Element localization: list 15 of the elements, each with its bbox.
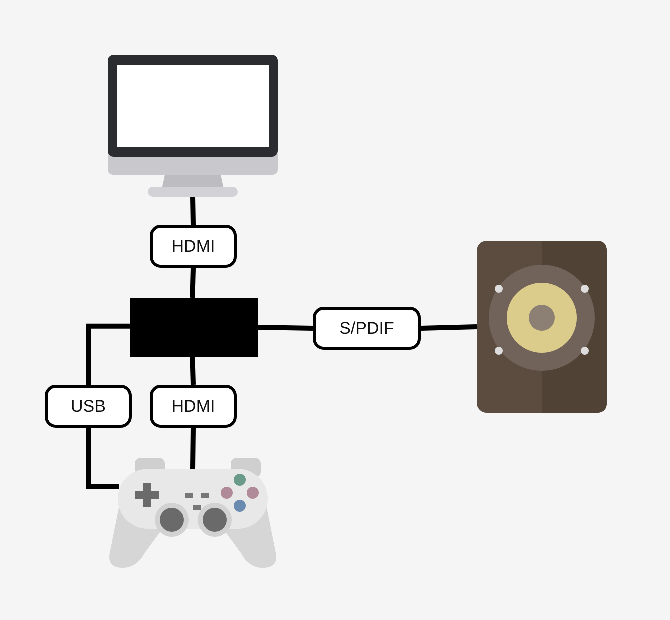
- connection-label: S/PDIF: [313, 307, 421, 350]
- connector-line: [190, 196, 196, 226]
- connector-line: [190, 356, 196, 386]
- connection-label: HDMI: [150, 385, 237, 428]
- picture: [110, 458, 276, 568]
- connector-line: [258, 325, 314, 331]
- connector-line: [420, 324, 478, 331]
- connector-line: [86, 324, 130, 385]
- connection-label: USB: [45, 385, 132, 428]
- picture: [108, 55, 278, 197]
- connection-label: HDMI: [150, 225, 237, 268]
- picture: [477, 241, 607, 413]
- connector-line: [190, 268, 196, 298]
- device-box: [130, 298, 258, 357]
- connector-line: [190, 428, 196, 470]
